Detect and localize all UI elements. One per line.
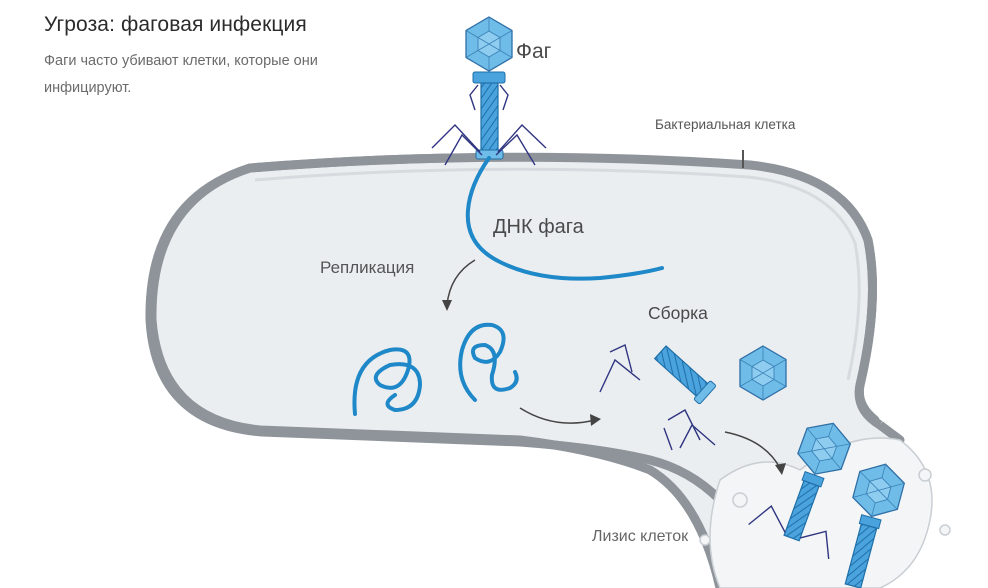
assembly-components bbox=[599, 344, 787, 451]
phage-label: Фаг bbox=[516, 40, 552, 63]
assembly-label: Сборка bbox=[648, 303, 708, 323]
replication-arrow-head bbox=[442, 300, 452, 311]
phage-dna-strand bbox=[465, 156, 664, 281]
lysis-arrow-head bbox=[775, 463, 786, 475]
diagram-title: Угроза: фаговая инфекция bbox=[44, 13, 307, 36]
progeny-phage-1 bbox=[748, 414, 856, 560]
assembly-arrow bbox=[519, 407, 596, 424]
assembly-arrow-head bbox=[590, 414, 601, 426]
progeny-phage-2 bbox=[844, 457, 909, 588]
phage-dna-label: ДНК фага bbox=[493, 216, 584, 238]
phage-tail-fibers bbox=[431, 84, 547, 166]
diagram-subtitle: Фаги часто убивают клетки, которые они и… bbox=[44, 53, 318, 96]
lysis-arrow bbox=[724, 431, 781, 469]
replication-label: Репликация bbox=[320, 258, 415, 277]
loose-tail-fibers bbox=[599, 344, 716, 451]
bacterial-cell-label: Бактериальная клетка bbox=[655, 117, 796, 132]
cell-lysis-label: Лизис клеток bbox=[592, 528, 689, 545]
infecting-phage bbox=[431, 16, 547, 166]
assembled-tail bbox=[653, 345, 716, 405]
replicated-dna bbox=[352, 322, 519, 416]
